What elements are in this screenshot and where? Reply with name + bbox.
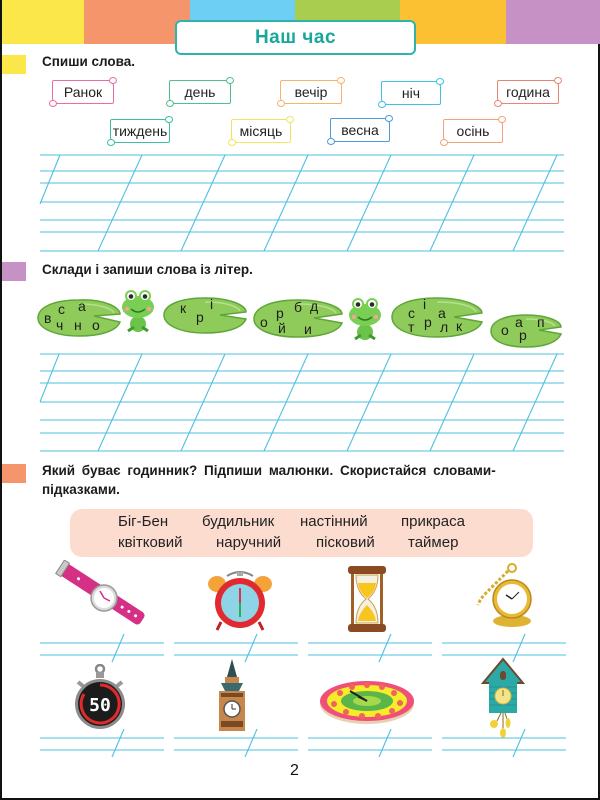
stripe-orange <box>84 0 190 44</box>
hint-word: пісковий <box>316 534 375 551</box>
section1-instruction: Спиши слова. <box>42 54 136 69</box>
flower-clock-icon <box>320 681 414 724</box>
lily-pad-icon <box>163 297 248 334</box>
lily-pad-4: с і а т р л к <box>390 295 484 339</box>
hint-word: настінний <box>300 513 368 530</box>
frog-icon <box>349 298 381 341</box>
lily-pad-icon <box>391 297 484 338</box>
frog-icon <box>122 290 154 333</box>
word-banner-den: день <box>166 77 234 107</box>
word-banner-nich: ніч <box>378 78 444 108</box>
section3-instruction-line2: підказками. <box>42 482 120 497</box>
header-color-stripes <box>2 0 600 44</box>
alarm-clock-icon <box>208 571 272 631</box>
cuckoo-clock-icon <box>481 657 525 738</box>
word-banner-misyats: місяць <box>228 116 294 146</box>
stopwatch-display: 50 <box>89 695 111 716</box>
hint-word: прикраса <box>401 513 465 530</box>
lily-pad-icon <box>253 299 344 338</box>
section2-marker <box>2 262 26 281</box>
lily-pad-icon <box>37 299 122 337</box>
word-banner-ranok: Ранок <box>49 77 117 107</box>
hint-word: Біг-Бен <box>118 513 169 530</box>
lily-pad-2: к р і <box>162 295 248 335</box>
hint-word: будильник <box>202 513 275 530</box>
hint-word: наручний <box>216 534 282 551</box>
word-banner-vesna: весна <box>327 115 393 145</box>
page-number: 2 <box>290 762 299 779</box>
lily-pad-5: о а п р <box>489 312 563 350</box>
hourglass-icon <box>348 566 386 632</box>
section3-row1-writing-lines[interactable] <box>2 630 600 670</box>
stripe-yellow <box>2 0 84 44</box>
word-banner-hodyna: година <box>494 77 562 107</box>
section1-marker <box>2 55 26 74</box>
section3-instruction-line1: Який буває годинник? Підпиши малюнки. Ск… <box>42 463 496 478</box>
word-banner-osin: осінь <box>440 116 506 146</box>
section3-marker <box>2 464 26 483</box>
section2-writing-lines[interactable] <box>2 350 600 460</box>
hint-row-1: Біг-Бен будильник настінний прикраса <box>118 513 518 533</box>
pocket-watch-icon <box>476 563 532 627</box>
section3-row2-writing-lines[interactable] <box>2 725 600 765</box>
stopwatch-timer-icon: 50 <box>75 664 125 729</box>
big-ben-icon <box>219 659 245 731</box>
section1-writing-lines[interactable] <box>2 150 600 260</box>
hint-word: таймер <box>408 534 459 551</box>
lily-pad-3: о р б д й и <box>252 297 344 339</box>
page-title: Наш час <box>175 20 416 55</box>
hint-row-2: квітковий наручний пісковий таймер <box>118 534 518 554</box>
hint-word: квітковий <box>118 534 183 551</box>
section2-instruction: Склади і запиши слова із літер. <box>42 262 253 277</box>
word-banner-tyzhden: тиждень <box>107 116 173 146</box>
word-banner-vechir: вечір <box>277 77 345 107</box>
lily-pad-icon <box>490 314 563 348</box>
stripe-purple <box>506 0 600 44</box>
wristwatch-icon <box>55 560 145 625</box>
stripe-amber <box>400 0 506 44</box>
lily-pad-1: в с а ч н о <box>36 296 122 338</box>
hint-words-box: Біг-Бен будильник настінний прикраса кві… <box>70 509 533 557</box>
